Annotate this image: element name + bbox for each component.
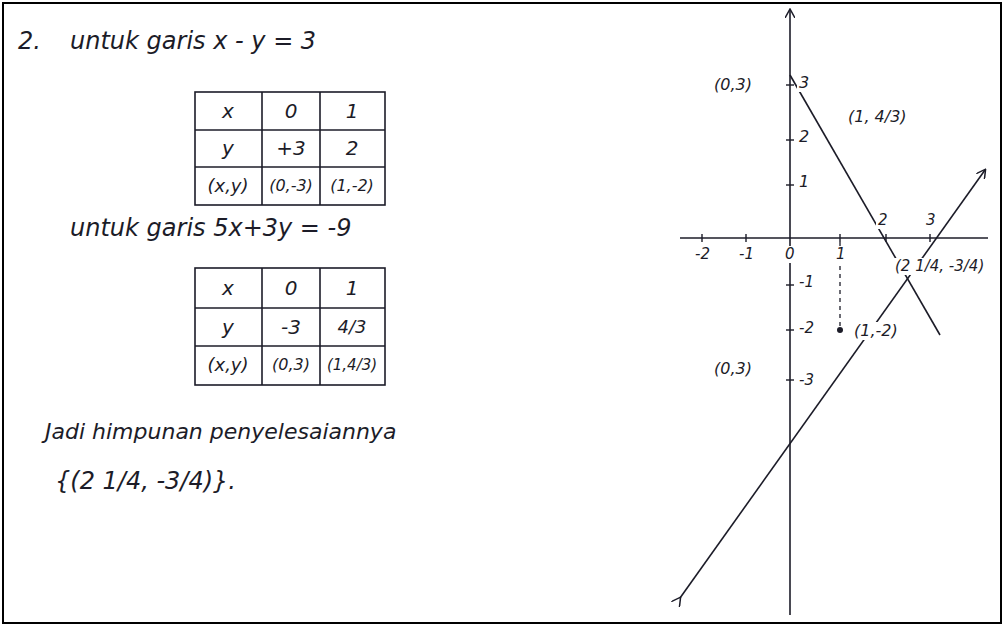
y-axis: [789, 10, 791, 615]
table-cell: x: [222, 277, 234, 299]
graph-label: 2: [876, 212, 890, 229]
page-border: [3, 3, 1001, 623]
graph-label: -1: [737, 246, 756, 263]
handwritten-text: untuk garis x - y = 3: [70, 28, 316, 54]
table-cell: 1: [346, 100, 359, 122]
graph-label: (0,3): [712, 360, 754, 378]
graph-label: 0: [783, 246, 797, 263]
graph-label: -2: [693, 246, 712, 263]
table-cell: (0,-3): [269, 177, 313, 195]
table-cell: (x,y): [207, 355, 248, 375]
table-cell: y: [222, 316, 234, 338]
graph-label: (1, 4/3): [846, 108, 909, 126]
graph-label: (2 1/4, -3/4): [893, 258, 986, 275]
table-cell: x: [222, 100, 234, 122]
table-cell: -3: [281, 316, 301, 338]
table-cell: y: [222, 137, 234, 159]
table-cell: (1,4/3): [327, 357, 377, 374]
handwritten-text: Jadi himpunan penyelesaiannya: [45, 420, 396, 444]
axis-ticks: [702, 85, 930, 380]
handwritten-text: {(2 1/4, -3/4)}.: [55, 468, 236, 494]
handwritten-text: 2.: [18, 28, 41, 54]
table-cell: (0,3): [272, 356, 310, 374]
graph-label: -2: [797, 320, 816, 337]
table-cell: 2: [346, 137, 359, 159]
graph-line: [790, 75, 940, 335]
graph-label: -3: [797, 372, 816, 389]
graph-label: 1: [797, 173, 811, 191]
graph-label: (1,-2): [852, 322, 900, 340]
graph-label: 2: [797, 128, 811, 146]
table-cell: 0: [285, 100, 298, 122]
table-grid: [195, 268, 385, 385]
handwritten-text: untuk garis 5x+3y = -9: [70, 215, 352, 241]
x-axis: [680, 237, 988, 239]
graph-label: 1: [834, 246, 848, 263]
table-cell: (x,y): [207, 176, 248, 196]
point-dot: [837, 327, 843, 333]
graph-label: -1: [797, 274, 816, 291]
table-cell: 1: [346, 277, 359, 299]
table-cell: +3: [276, 137, 305, 159]
graph-label: (0,3): [712, 76, 754, 94]
graph-line: [680, 170, 985, 598]
table-cell: 0: [285, 277, 298, 299]
table-grid: [195, 92, 385, 205]
graph-label: 3: [797, 74, 811, 92]
graph-label: 3: [924, 212, 938, 229]
table-cell: (1,-2): [330, 177, 374, 195]
table-cell: 4/3: [338, 317, 367, 337]
